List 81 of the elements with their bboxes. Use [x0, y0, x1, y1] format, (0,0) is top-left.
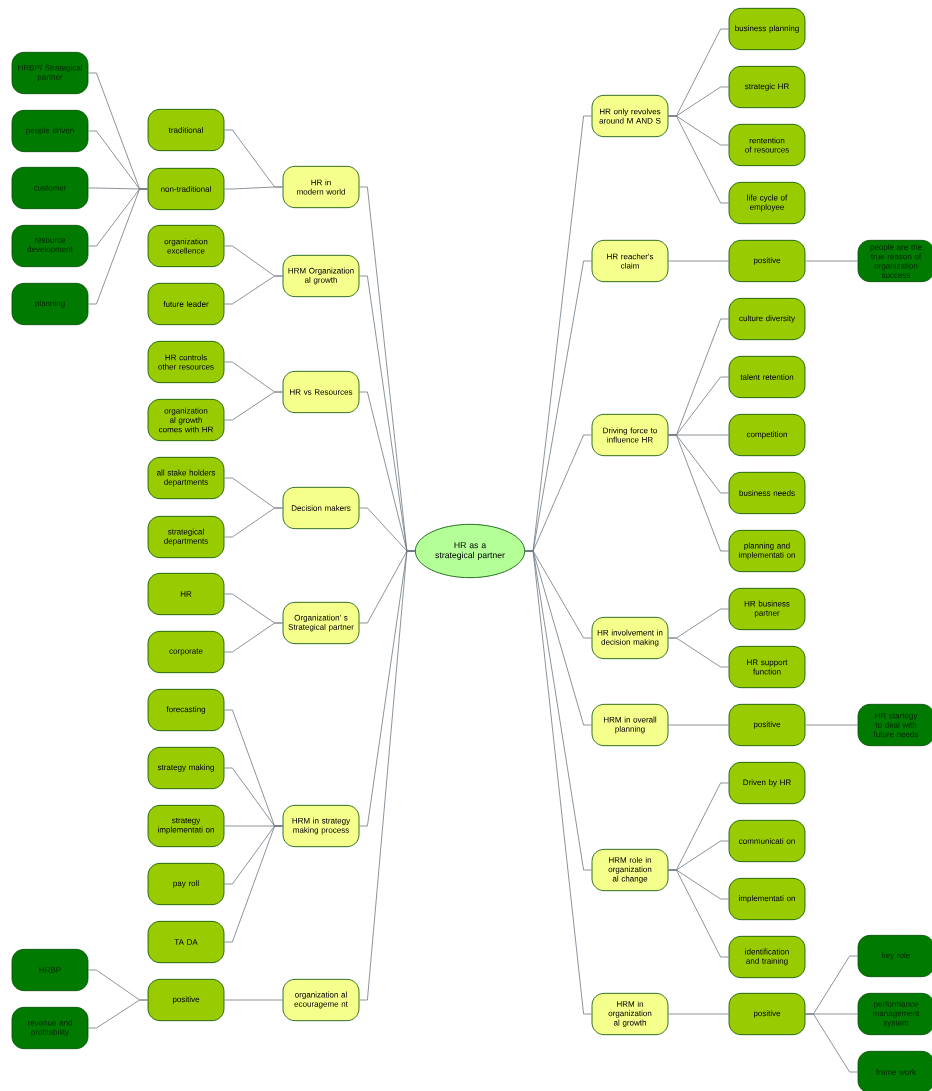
subtopic-box: HR support function	[728, 645, 806, 689]
connector-line	[224, 999, 283, 1001]
connector-line	[88, 188, 148, 305]
subtopic-box: Driven by HR	[728, 761, 806, 805]
detail-box: key role	[857, 934, 932, 978]
topic-box: Driving force to influence HR	[591, 413, 669, 457]
subtopic-box: HR controls other resources	[147, 340, 225, 384]
detail-box: people are the true reason of organization success	[857, 239, 932, 283]
detail-box: HRBP	[11, 948, 89, 992]
connector-line	[224, 622, 283, 653]
subtopic-box: forecasting	[147, 688, 225, 732]
topic-box: HRM in organization al growth	[591, 992, 669, 1036]
connector-line	[668, 434, 729, 552]
connector-line	[668, 1013, 729, 1015]
topic-box: Organization' s Strategical partner	[282, 601, 360, 645]
detail-box: resource development	[11, 224, 89, 268]
subtopic-box: business needs	[728, 471, 806, 515]
detail-box: planning	[11, 282, 89, 326]
subtopic-box: competition	[728, 413, 806, 457]
connector-line	[224, 825, 283, 943]
topic-box: HR only revolves around M AND S	[591, 94, 669, 138]
subtopic-box: future leader	[147, 282, 225, 326]
subtopic-box: strategic HR	[728, 65, 806, 109]
connector-line	[668, 724, 729, 726]
topic-box: HR in modern world	[282, 165, 360, 209]
subtopic-box: non-traditional	[147, 167, 225, 211]
topic-box: Decision makers	[282, 486, 360, 530]
subtopic-box: pay roll	[147, 862, 225, 906]
connector-line	[668, 115, 729, 204]
detail-box: customer	[11, 166, 89, 210]
subtopic-box: talent retention	[728, 355, 806, 399]
detail-box: HR startegy to deal with future needs	[857, 703, 932, 747]
subtopic-box: implementati on	[728, 877, 806, 921]
connector-line	[224, 275, 283, 305]
topic-box: HRM role in organization al change	[591, 848, 669, 892]
topic-box: HR reacher's claim	[591, 239, 669, 283]
connector-line	[668, 260, 729, 262]
subtopic-box: planning and implementati on	[728, 529, 806, 573]
detail-box: HRBP/ Strategical partner	[11, 51, 89, 95]
subtopic-box: organization excellence	[147, 224, 225, 268]
detail-box: frame work	[857, 1050, 932, 1091]
connector-line	[805, 260, 858, 262]
subtopic-box: business planning	[728, 7, 806, 51]
detail-box: performance management system	[857, 992, 932, 1036]
connector-line	[805, 1013, 858, 1073]
connector-line	[805, 724, 858, 726]
subtopic-box: HR business partner	[728, 587, 806, 631]
subtopic-box: life cycle of employee	[728, 181, 806, 225]
connector-line	[668, 869, 729, 958]
connector-line	[224, 391, 283, 421]
subtopic-box: traditional	[147, 108, 225, 152]
subtopic-box: HR	[147, 572, 225, 616]
connector-line	[224, 507, 283, 538]
subtopic-box: corporate	[147, 630, 225, 674]
subtopic-box: all stake holders departments	[147, 456, 225, 500]
subtopic-box: rentention of resources	[728, 123, 806, 167]
subtopic-box: culture diversity	[728, 297, 806, 341]
subtopic-box: TA DA	[147, 920, 225, 964]
subtopic-box: strategy implementati on	[147, 804, 225, 848]
connector-line	[88, 999, 148, 1029]
subtopic-box: positive	[728, 703, 806, 747]
topic-box: HRM in strategy making process	[282, 804, 360, 848]
connector-line	[524, 550, 592, 1015]
subtopic-box: organization al growth comes with HR	[147, 398, 225, 442]
detail-box: revenue and profitability	[11, 1006, 89, 1050]
subtopic-box: positive	[728, 239, 806, 283]
subtopic-box: strategical departments	[147, 515, 225, 559]
subtopic-box: strategy making	[147, 746, 225, 790]
subtopic-box: positive	[147, 978, 225, 1022]
subtopic-box: positive	[728, 992, 806, 1036]
topic-box: HR involvement in decision making	[591, 616, 669, 660]
topic-box: HR vs Resources	[282, 370, 360, 414]
topic-box: HRM Organization al growth	[282, 254, 360, 298]
detail-box: people driven	[11, 109, 89, 153]
subtopic-box: communicati on	[728, 819, 806, 863]
subtopic-box: identification and training	[728, 935, 806, 979]
topic-box: organization al ecourageme nt	[282, 978, 360, 1022]
topic-box: HRM in overall planning	[591, 703, 669, 747]
connector-line	[359, 550, 416, 1001]
connector-line	[668, 637, 729, 668]
connector-line	[224, 186, 283, 190]
